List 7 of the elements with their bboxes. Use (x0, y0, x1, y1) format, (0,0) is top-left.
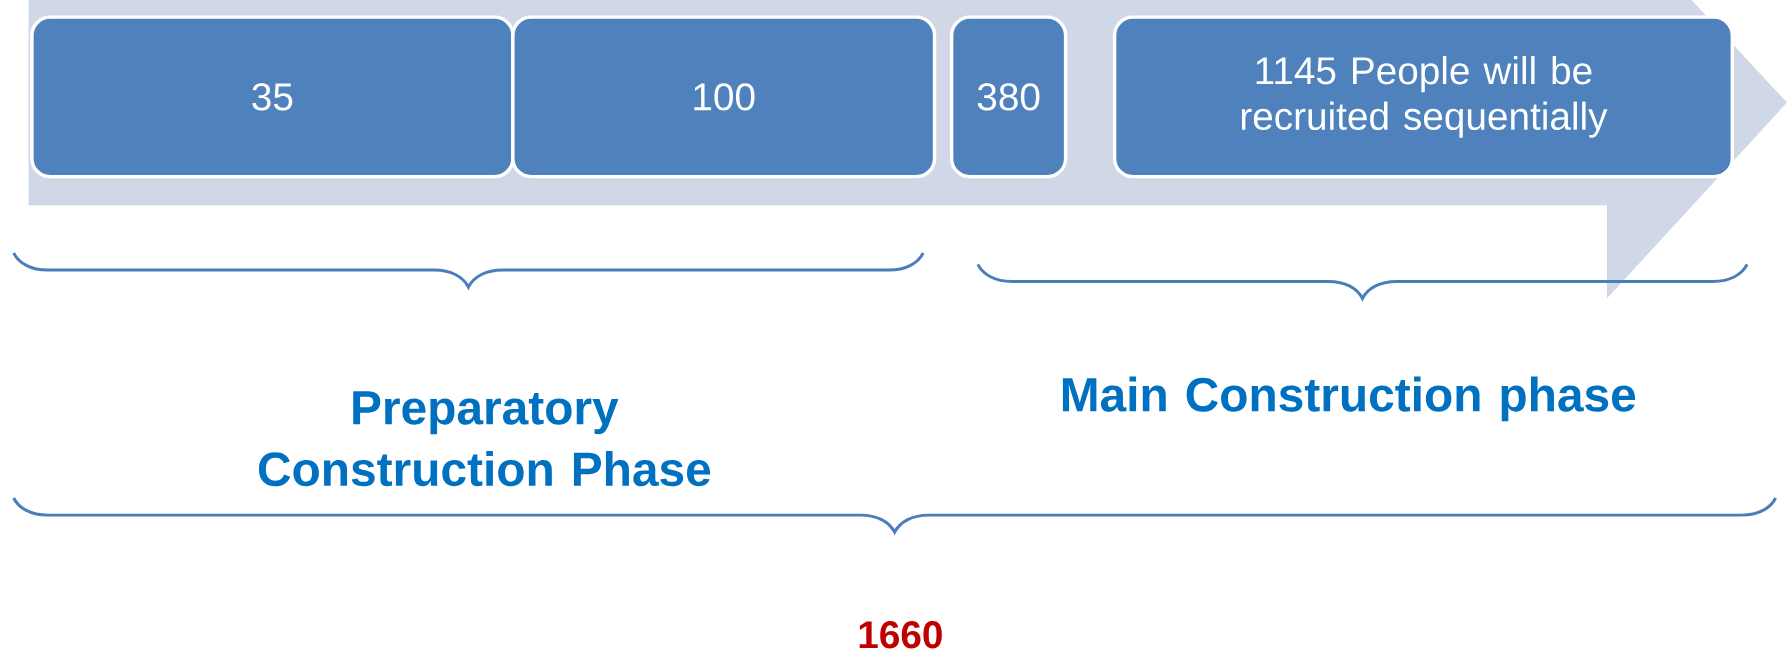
total-label: 1660 (859, 621, 942, 649)
count-box: 100 (511, 15, 937, 179)
count-box: 35 (30, 15, 515, 179)
count-box: 1145 People will be recruited sequentially (1112, 15, 1734, 179)
count-box: 380 (949, 15, 1068, 179)
phase-label: Preparatory Construction Phase (258, 391, 711, 487)
phase-label: Main Construction phase (1062, 376, 1636, 422)
